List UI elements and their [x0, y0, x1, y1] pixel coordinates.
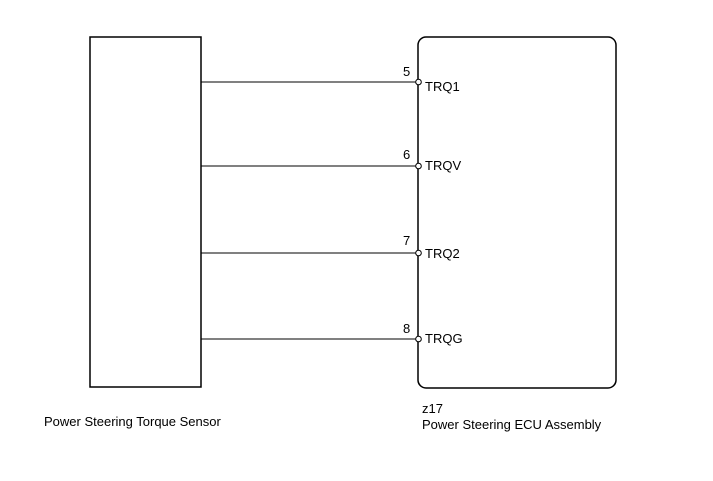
ecu-caption: Power Steering ECU Assembly: [422, 417, 602, 432]
connector-terminal: [415, 249, 422, 257]
pin-number: 6: [403, 147, 410, 162]
connector-terminal: [415, 78, 422, 86]
sensor-caption: Power Steering Torque Sensor: [44, 414, 221, 429]
wire-trqg: 8 TRQG: [201, 321, 463, 346]
pin-number: 8: [403, 321, 410, 336]
signal-label: TRQG: [425, 331, 463, 346]
connector-terminal: [415, 162, 422, 170]
ecu-code: z17: [422, 401, 443, 416]
pin-number: 7: [403, 233, 410, 248]
wire-trqv: 6 TRQV: [201, 147, 461, 173]
ecu-box: [417, 36, 617, 389]
signal-label: TRQ2: [425, 246, 460, 261]
torque-sensor-box: [89, 36, 202, 388]
pin-number: 5: [403, 64, 410, 79]
signal-label: TRQ1: [425, 79, 460, 94]
signal-label: TRQV: [425, 158, 461, 173]
wire-trq1: 5 TRQ1: [201, 64, 460, 94]
connector-terminal: [415, 335, 422, 343]
wire-trq2: 7 TRQ2: [201, 233, 460, 261]
